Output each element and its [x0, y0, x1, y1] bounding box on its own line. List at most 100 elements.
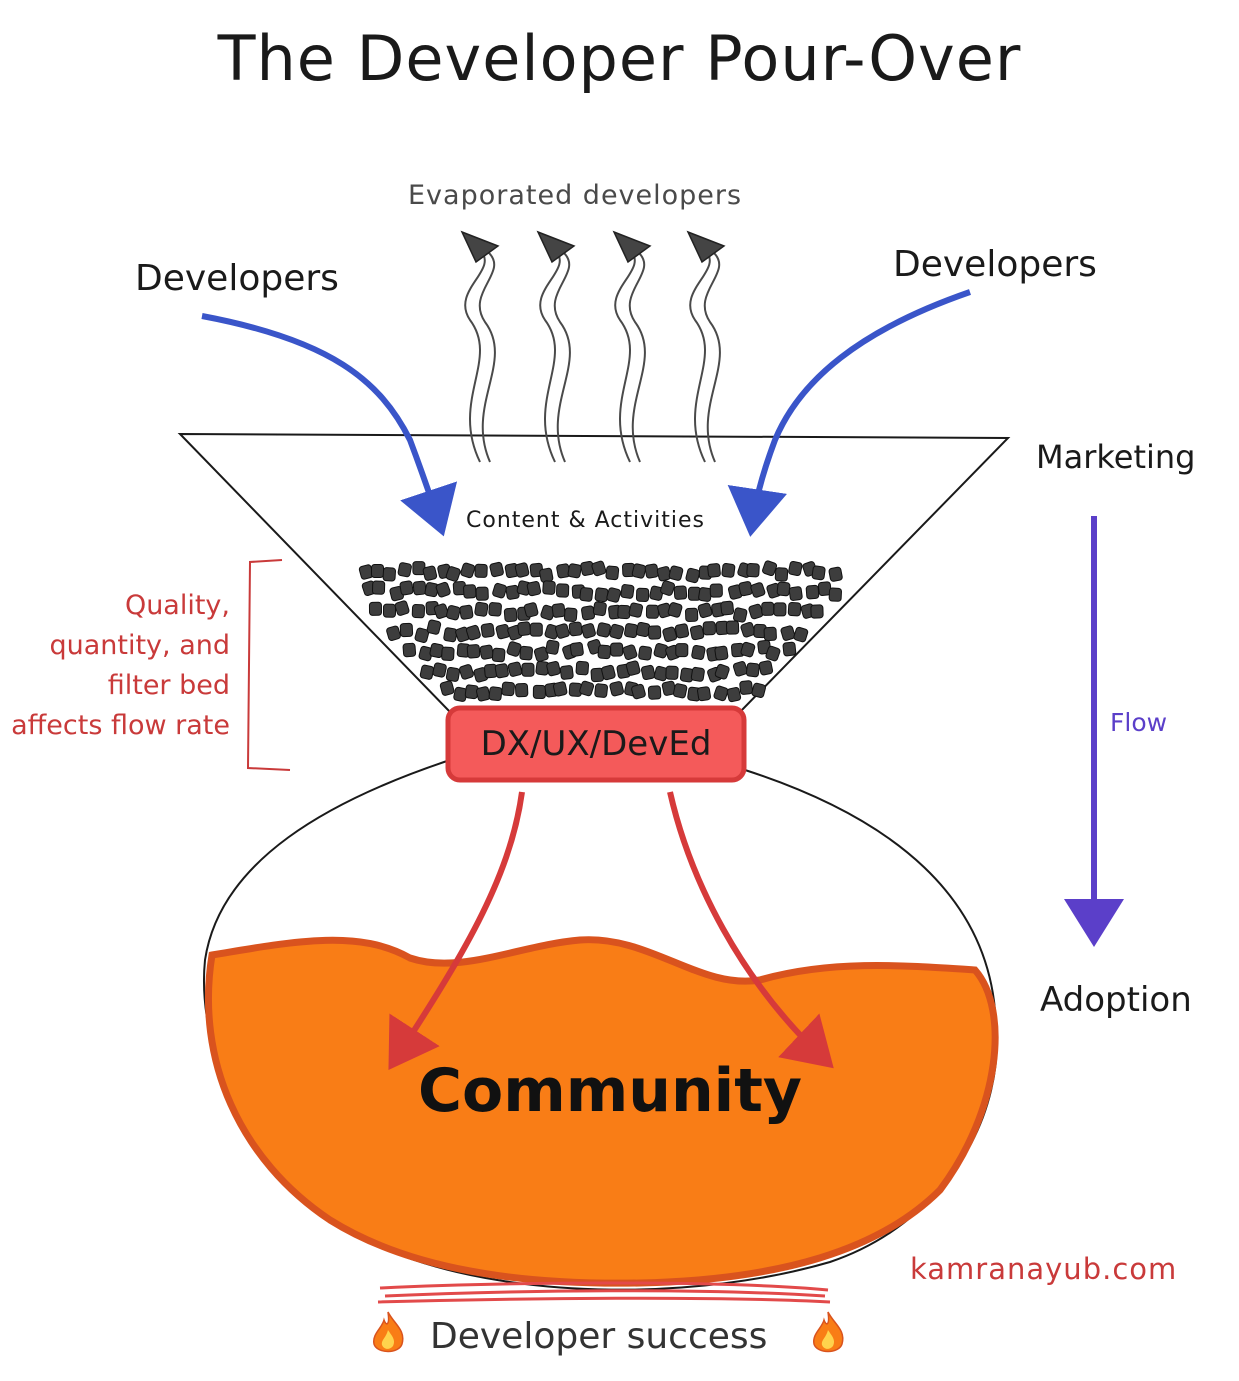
coffee-bean-icon — [732, 607, 748, 623]
coffee-bean-icon — [488, 602, 502, 617]
coffee-bean-icon — [610, 642, 624, 657]
coffee-bean-icon — [765, 645, 781, 662]
coffee-bean-icon — [805, 584, 820, 600]
coffee-bean-icon — [459, 604, 474, 620]
coffee-bean-icon — [606, 587, 622, 603]
coffee-bean-icon — [491, 647, 506, 663]
dx-box — [445, 705, 747, 783]
steam-wisps — [464, 249, 721, 463]
coffee-bean-icon — [739, 680, 753, 695]
note-bracket — [246, 559, 291, 771]
coffee-bean-icon — [568, 621, 583, 637]
coffee-bean-icon — [624, 623, 639, 639]
developers-left-arrow — [201, 313, 458, 537]
coffee-bean-icon — [662, 626, 678, 643]
coffee-bean-icon — [382, 603, 397, 618]
coffee-bean-icon — [746, 563, 760, 578]
coffee-bean-icon — [714, 645, 729, 661]
coffee-bean-icon — [514, 562, 530, 578]
flame-icon — [373, 1311, 404, 1353]
coffee-bean-icon — [672, 683, 688, 699]
coffee-bean-icon — [507, 661, 523, 677]
coffee-bean-icon — [441, 646, 455, 661]
burner-heat — [377, 1281, 831, 1304]
coffee-bean-icon — [433, 603, 449, 619]
coffee-bean-icon — [475, 686, 491, 702]
coffee-bean-icon — [745, 662, 760, 678]
coffee-bean-icon — [494, 663, 509, 679]
developers-right-arrow — [727, 289, 971, 537]
developer-success-label: Developer success — [430, 1316, 768, 1357]
coffee-bean-icon — [579, 680, 595, 697]
coffee-bean-icon — [810, 604, 824, 619]
flame-icon — [813, 1311, 844, 1353]
coffee-bean-icon — [501, 681, 515, 697]
coffee-bean-icon — [411, 604, 426, 619]
coffee-bean-icon — [828, 587, 842, 602]
coffee-bean-icon — [466, 644, 481, 659]
coffee-bean-icon — [559, 665, 574, 680]
coffee-bean-icon — [371, 580, 386, 595]
coffee-bean-icon — [552, 681, 568, 697]
coffee-bean-icon — [750, 582, 766, 598]
coffee-bean-icon — [419, 664, 435, 680]
coffee-bean-icon — [668, 565, 684, 581]
coffee-bean-icon — [667, 602, 683, 618]
coffee-bean-icon — [555, 623, 570, 639]
coffee-bean-icon — [660, 580, 676, 596]
coffee-bean-icon — [503, 607, 518, 623]
coffee-bean-icon — [773, 602, 787, 617]
coffee-bean-icon — [412, 580, 427, 596]
coffee-bean-icon — [631, 563, 647, 579]
coffee-bean-icon — [609, 681, 624, 697]
coffee-bean-icon — [732, 661, 748, 677]
coffee-bean-icon — [675, 643, 689, 658]
coffee-bean-icon — [575, 660, 590, 676]
coffee-bean-icon — [426, 619, 442, 635]
coffee-bean-icon — [594, 683, 609, 698]
coffee-bean-icon — [725, 620, 740, 635]
coffee-bean-icon — [489, 561, 504, 578]
coffee-bean-icon — [460, 562, 476, 579]
community-right-arrow — [667, 791, 834, 1069]
coffee-bean-icon — [542, 580, 556, 595]
coffee-bean-icon — [740, 641, 756, 658]
coffee-bean-icon — [689, 625, 705, 641]
coffee-bean-icon — [479, 644, 494, 660]
coffee-bean-icon — [475, 586, 489, 601]
coffee-bean-icon — [707, 563, 721, 578]
coffee-bean-icon — [382, 567, 396, 582]
coffee-bean-icon — [402, 642, 417, 658]
coffee-bean-icon — [691, 644, 706, 660]
coffee-bean-icon — [474, 563, 488, 578]
coffee-bean-icon — [702, 621, 716, 636]
coffee-bean-icon — [685, 567, 701, 584]
coffee-bean-icon — [422, 565, 438, 581]
coffee-bean-icon — [601, 664, 616, 681]
coffee-bean-icon — [697, 602, 713, 619]
coffee-bean-icon — [399, 622, 414, 638]
coffee-bean-icon — [370, 563, 385, 579]
coffee-bean-icon — [788, 560, 803, 577]
coffee-bean-icon — [761, 601, 775, 616]
coffee-bean-icon — [690, 666, 705, 682]
filter-bed-beans — [358, 560, 843, 703]
flow-label: Flow — [1110, 708, 1168, 737]
coffee-bean-icon — [740, 621, 756, 638]
coffee-bean-icon — [569, 642, 584, 657]
coffee-bean-icon — [521, 662, 535, 677]
developers-right-label: Developers — [893, 244, 1097, 285]
coffee-bean-icon — [631, 683, 646, 700]
diagram-title: The Developer Pour-Over — [217, 22, 1022, 95]
coffee-bean-icon — [685, 607, 699, 622]
coffee-bean-icon — [563, 607, 578, 622]
coffee-bean-icon — [644, 563, 659, 579]
coffee-bean-icon — [556, 583, 570, 598]
coffee-bean-icon — [713, 685, 729, 702]
community-label: Community — [417, 1056, 803, 1126]
coffee-bean-icon — [597, 644, 612, 660]
coffee-bean-icon — [645, 604, 660, 619]
coffee-bean-icon — [591, 560, 607, 577]
coffee-bean-icon — [581, 623, 596, 639]
